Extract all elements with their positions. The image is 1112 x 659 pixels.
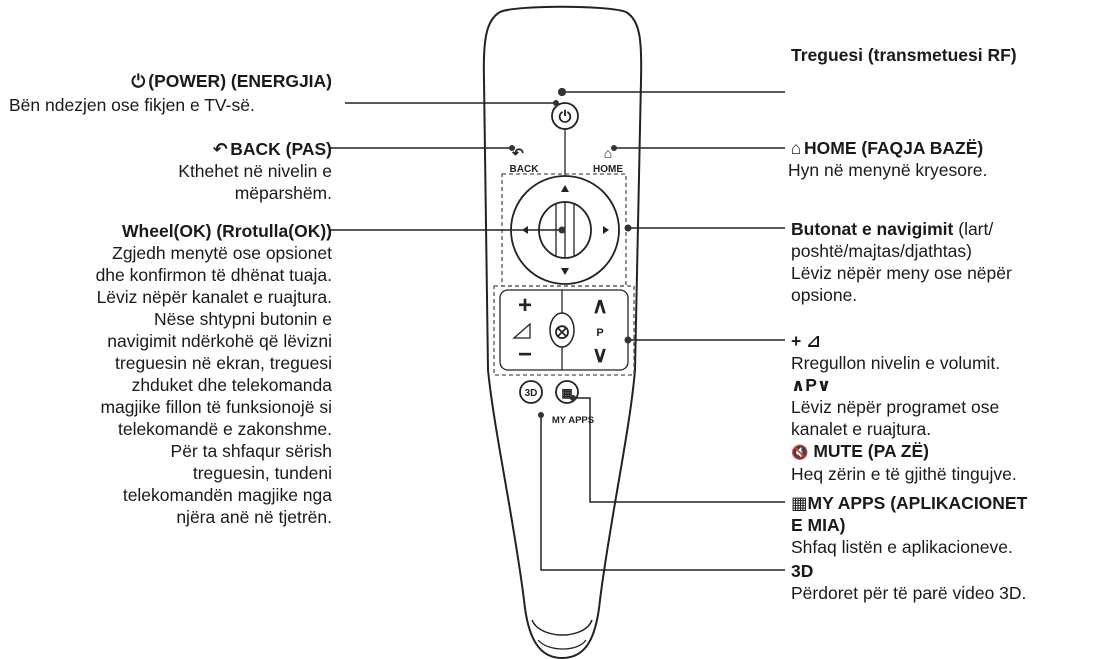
- threed-label: 3D Përdoret për të parë video 3D.: [791, 561, 1027, 603]
- back-label: ↶BACK (PAS) Kthehet në nivelin e mëparsh…: [178, 139, 332, 203]
- mute-glyph[interactable]: ⨂: [555, 323, 569, 340]
- myapps-icon: ▦: [791, 493, 808, 513]
- remote-bottom-curve: [531, 619, 593, 636]
- home-icon: ⌂: [790, 138, 802, 158]
- mute-icon: 🔇: [791, 444, 809, 460]
- myapps-label: ▦MY APPS (APLIKACIONET E MIA) Shfaq list…: [791, 493, 1028, 557]
- back-icon: ↶: [212, 139, 228, 159]
- wheel-label: Wheel(OK) (Rrotulla(OK)) Zgjedh menytë o…: [95, 221, 332, 527]
- threed-button-shape: [519, 380, 543, 404]
- program-down-glyph[interactable]: ∨: [592, 342, 608, 367]
- pointer-label: Treguesi (transmetuesi RF): [791, 45, 1017, 65]
- power-button-glyph[interactable]: ⏻: [559, 109, 572, 126]
- remote-myapps-label[interactable]: MY APPS: [552, 415, 594, 426]
- program-p-glyph: P: [596, 327, 603, 339]
- volume-minus-glyph[interactable]: −: [518, 341, 532, 368]
- power-desc: Bën ndezjen ose fikjen e TV-së.: [9, 95, 255, 115]
- home-house-icon: ⌂: [604, 145, 612, 161]
- power-icon: ⏻: [131, 71, 146, 91]
- home-label: ⌂HOME (FAQJA BAZË) Hyn në menynë kryesor…: [788, 138, 988, 180]
- program-up-glyph[interactable]: ∧: [592, 293, 608, 318]
- mute-button-shape: [549, 312, 575, 348]
- remote-back-label[interactable]: BACK: [510, 164, 540, 175]
- remote-bottom-curve-2: [537, 639, 587, 650]
- power-label: ⏻(POWER) (ENERGJIA): [128, 70, 332, 92]
- remote-home-label[interactable]: HOME: [593, 164, 623, 175]
- nav-label: Butonat e navigimit (lart/ poshtë/majtas…: [791, 219, 1012, 305]
- volume-plus-glyph[interactable]: +: [518, 292, 532, 319]
- myapps-grid-icon: ▦: [561, 386, 572, 400]
- threed-glyph[interactable]: 3D: [525, 388, 538, 399]
- volume-dashed-box: [493, 285, 635, 376]
- volume-label: + ⊿ Rregullon nivelin e volumit. ∧P∨ Lëv…: [791, 331, 1017, 484]
